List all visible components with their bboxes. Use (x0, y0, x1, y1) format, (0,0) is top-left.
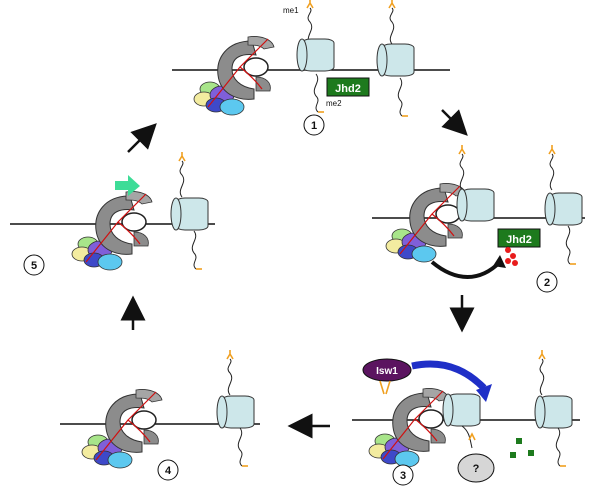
step-5-marker (23, 254, 45, 276)
step-5-panel: 5 (10, 151, 215, 276)
step-3-marker (392, 464, 414, 486)
isw1-remodeling-arrow (411, 360, 487, 391)
isw1-label: Isw1 (376, 366, 398, 377)
step-5-number: 5 (31, 260, 37, 272)
forward-movement-arrow (115, 175, 140, 196)
jhd2-label-step1: Jhd2 (335, 83, 361, 95)
me2-label: me2 (326, 99, 342, 108)
step-2-panel: Jhd2 2 (372, 144, 585, 293)
unknown-factor-label: ? (473, 463, 480, 475)
step-4-number: 4 (165, 465, 172, 477)
cycle-arrow-5-to-1 (127, 123, 157, 153)
step-3-panel: Isw1 ? 3 (352, 349, 580, 486)
jhd2-box-step2 (497, 228, 541, 248)
step-2-number: 2 (544, 277, 550, 289)
demethylation-product-dots (505, 247, 518, 266)
step-4-panel: 4 (60, 349, 260, 481)
step-1-number: 1 (311, 120, 317, 132)
released-demethylation-products (510, 438, 534, 458)
isw1-factor (362, 358, 412, 382)
step-1-panel: me1 me2 Jhd2 1 (172, 0, 450, 136)
cycle-arrow-1-to-2 (441, 109, 468, 136)
jhd2-action-arrow (430, 260, 502, 279)
jhd2-label-step2: Jhd2 (506, 234, 532, 246)
unknown-factor (457, 453, 495, 483)
step-1-marker (303, 114, 325, 136)
step-3-number: 3 (400, 470, 406, 482)
me1-label: me1 (283, 6, 299, 15)
jhd2-box-step1 (326, 77, 370, 97)
step-2-marker (536, 271, 558, 293)
step-4-marker (157, 459, 179, 481)
